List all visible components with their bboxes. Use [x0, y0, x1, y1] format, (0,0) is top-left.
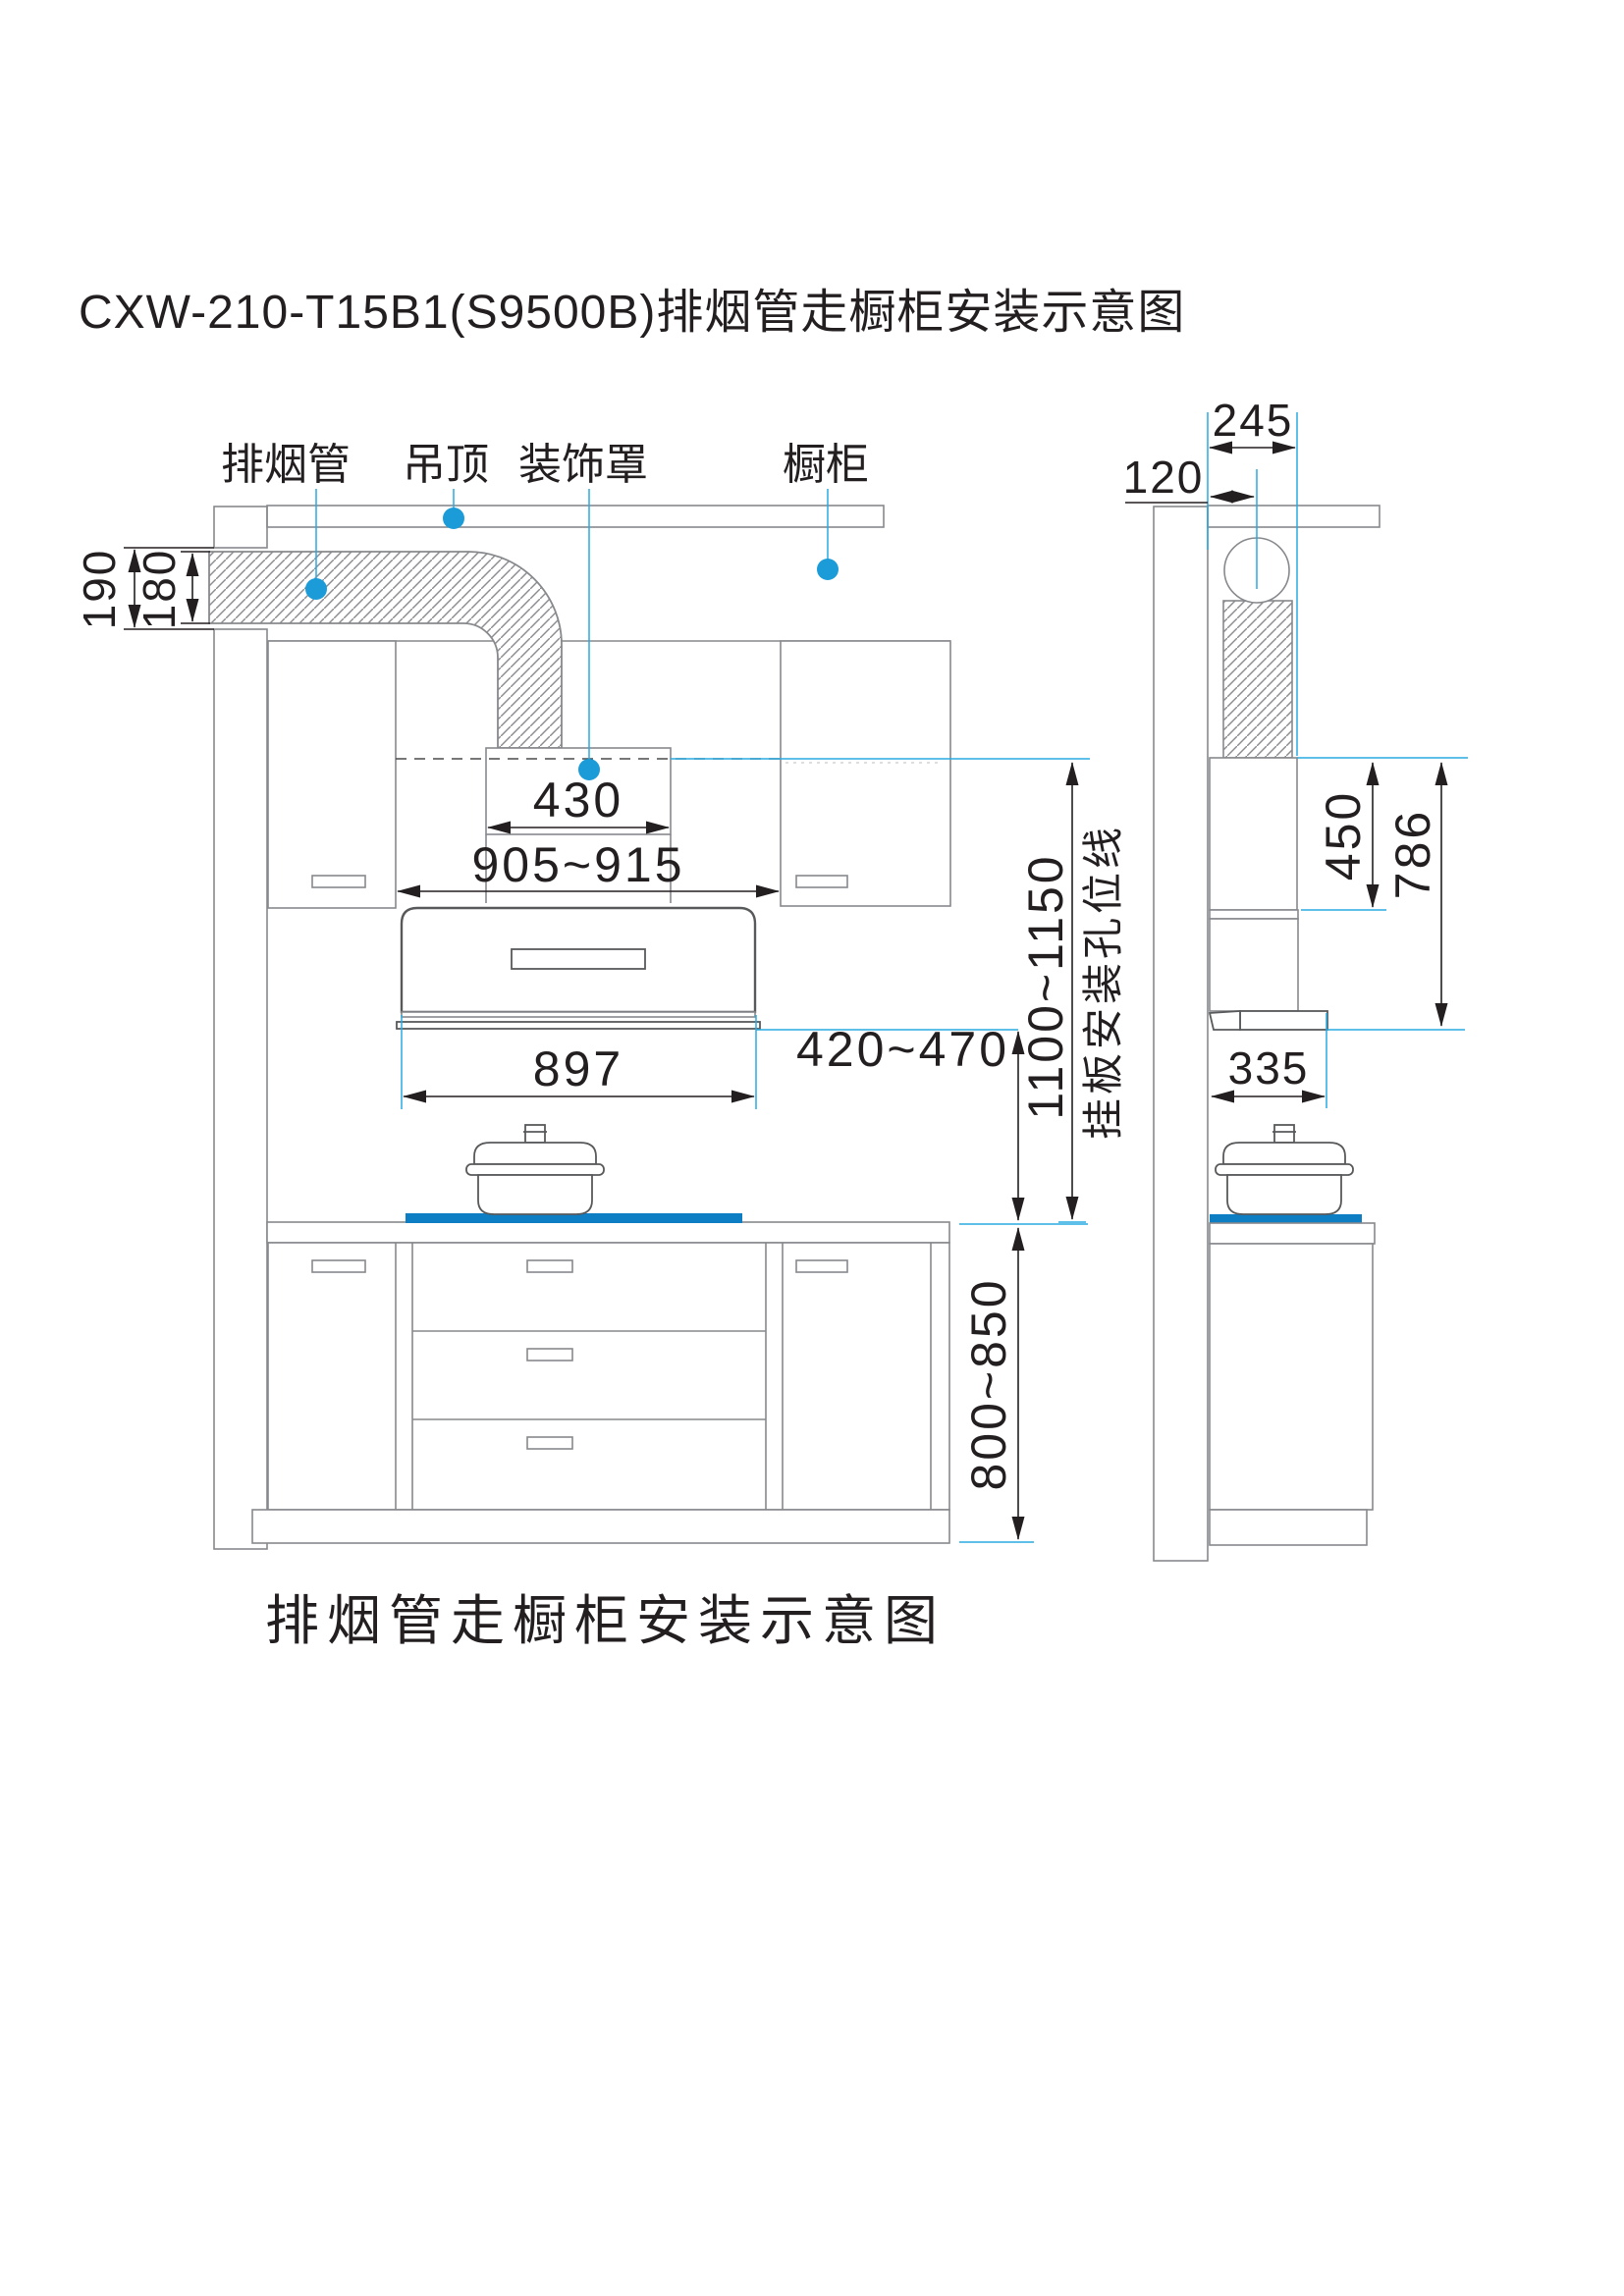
side-base-cabinet	[1209, 1243, 1374, 1546]
dim-wall-hole: 190	[74, 549, 125, 630]
upper-cabinet-right	[780, 640, 951, 907]
label-exhaust-pipe: 排烟管	[221, 441, 351, 489]
drawer-handle	[526, 1259, 573, 1273]
dim-hood-depth: 335	[1228, 1042, 1310, 1094]
cabinet-handle	[311, 875, 366, 888]
cooktop	[406, 1213, 742, 1223]
hood-trim	[401, 1011, 756, 1018]
label-ceiling: 吊顶	[403, 441, 489, 489]
side-wall	[1153, 506, 1209, 1562]
side-range-hood	[1208, 909, 1328, 1031]
page-title: CXW-210-T15B1(S9500B)排烟管走橱柜安装示意图	[79, 287, 1185, 339]
cabinet-handle	[795, 875, 848, 888]
callout-dot-cabinet	[817, 559, 839, 580]
label-cabinet: 橱柜	[783, 441, 869, 489]
dim-cabinet-gap: 905~915	[471, 837, 684, 892]
dim-cover-width: 430	[533, 773, 623, 828]
callouts: 排烟管 吊顶 装饰罩 橱柜	[221, 441, 869, 780]
label-decorative-cover: 装饰罩	[518, 441, 648, 489]
left-wall	[213, 506, 268, 1550]
dim-pipe-diameter: 180	[134, 549, 185, 630]
side-exhaust-duct	[1222, 537, 1293, 759]
hood-display	[511, 948, 646, 970]
base-cabinet	[251, 1242, 950, 1544]
side-view	[1153, 505, 1468, 1562]
side-dimensions: 245 120 450 786 335	[1123, 395, 1465, 1108]
dim-cover-height: 450	[1316, 790, 1371, 881]
range-hood	[396, 906, 761, 1030]
door-handle	[795, 1259, 848, 1273]
side-ceiling-panel	[1207, 505, 1380, 528]
side-decorative-cover	[1209, 757, 1298, 911]
door-handle	[311, 1259, 366, 1273]
pot	[465, 1124, 605, 1215]
drawer-handle	[526, 1348, 573, 1362]
callout-dot-cover	[578, 759, 600, 780]
dim-counter-height: 800~850	[961, 1277, 1016, 1490]
side-pot	[1215, 1124, 1354, 1215]
dim-wall-to-pipe: 120	[1123, 452, 1205, 503]
front-dimensions: 190 180 430 905~915 897 420~470 1100~115…	[74, 547, 1126, 1543]
countertop	[266, 1221, 950, 1244]
exhaust-duct	[208, 551, 563, 749]
dim-mount-height: 1100~1150	[1018, 853, 1073, 1119]
callout-dot-exhaust-pipe	[305, 578, 327, 600]
upper-cabinet-left	[267, 640, 397, 909]
dim-hood-width: 897	[533, 1041, 623, 1096]
label-mount-line: 挂板安装孔位线	[1080, 824, 1126, 1140]
ceiling-panel	[266, 505, 885, 528]
callout-dot-ceiling	[443, 507, 464, 529]
dim-cover-depth: 245	[1213, 395, 1294, 446]
front-view	[208, 505, 1090, 1550]
drawer-handle	[526, 1436, 573, 1450]
side-cooktop	[1210, 1214, 1362, 1223]
dim-overall-height: 786	[1385, 809, 1440, 899]
hood-glass	[396, 1021, 761, 1030]
side-countertop	[1209, 1222, 1376, 1245]
kick-base	[251, 1509, 950, 1544]
diagram-caption: 排烟管走橱柜安装示意图	[265, 1590, 946, 1651]
dim-hood-to-cooktop: 420~470	[796, 1022, 1009, 1077]
